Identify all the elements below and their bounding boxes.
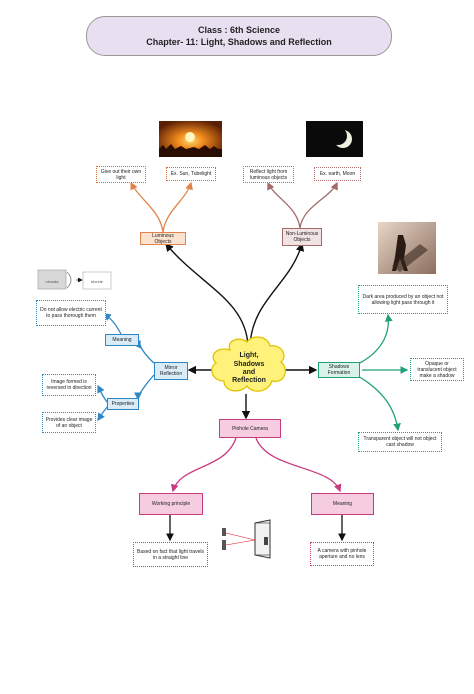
shadows-definition[interactable]: Dark area produced by an object not allo… xyxy=(358,285,448,314)
mirror-property-clear-image[interactable]: Provides clear image of an object xyxy=(42,412,96,433)
center-node-label[interactable]: Light, Shadows and Reflection xyxy=(232,352,266,385)
mirror-reflection-node[interactable]: Mirror Reflection xyxy=(154,362,188,380)
connector-mirror-properties xyxy=(134,374,155,401)
sunset-image xyxy=(159,121,222,157)
connector-nonluminous-meaning xyxy=(267,181,301,229)
mirror-property-reversed[interactable]: Image formed is reversed in direction xyxy=(42,374,96,396)
connector-luminous-example xyxy=(162,181,193,233)
connector-shadows-item1 xyxy=(357,313,393,365)
connector-properties-item1 xyxy=(97,384,109,404)
connector-center-luminous xyxy=(165,242,249,347)
connector-center-nonluminous xyxy=(249,242,305,347)
header-chapter: Chapter- 11: Light, Shadows and Reflecti… xyxy=(146,37,332,47)
header-class: Class : 6th Science xyxy=(197,24,281,35)
mirror-image: ninnala blonde xyxy=(37,269,112,290)
non-luminous-example[interactable]: Ex. earth, Moon xyxy=(314,167,361,181)
connector-pinhole-meaning xyxy=(255,437,342,493)
shadows-opaque-object[interactable]: Opaque or translucent object make a shad… xyxy=(410,358,464,381)
pinhole-working-principle-node[interactable]: Working principle xyxy=(139,493,203,515)
connector-pinhole-working xyxy=(170,437,237,493)
shadow-image xyxy=(378,222,436,274)
mirror-meaning-node[interactable]: Meaning xyxy=(105,334,139,346)
connector-mirror-meaning xyxy=(133,339,155,364)
center-node-shape xyxy=(211,336,286,392)
moon-image xyxy=(306,121,363,157)
real-image-text: blonde xyxy=(91,279,104,284)
shadows-transparent-object[interactable]: Transparent object will not object cast … xyxy=(358,432,442,452)
connector-nonluminous-example xyxy=(299,181,338,229)
connector-luminous-meaning xyxy=(130,181,164,233)
connector-meaning-text xyxy=(102,313,123,337)
mirror-properties-node[interactable]: Properties xyxy=(107,398,139,410)
pinhole-meaning-text[interactable]: A camera with pinhole aperture and no le… xyxy=(310,542,374,566)
mirror-image-text: ninnala xyxy=(46,279,60,284)
connector-shadows-item3 xyxy=(357,375,401,432)
luminous-objects-node[interactable]: Luminous Objects xyxy=(140,232,186,245)
chapter-header: Class : 6th Science Chapter- 11: Light, … xyxy=(86,16,392,56)
mirror-meaning-text[interactable]: Do not allow electric current to pass th… xyxy=(36,300,106,326)
non-luminous-objects-node[interactable]: Non-Luminous Objects xyxy=(282,228,322,246)
pinhole-camera-image xyxy=(222,519,271,559)
pinhole-meaning-node[interactable]: Meaning xyxy=(311,493,374,515)
pinhole-camera-node[interactable]: Pinhole Camera xyxy=(219,419,281,438)
connector-properties-item2 xyxy=(97,405,109,422)
shadows-formation-node[interactable]: Shadows Formation xyxy=(318,362,360,378)
non-luminous-meaning[interactable]: Reflect light from luminous objects xyxy=(243,166,294,183)
luminous-meaning[interactable]: Give out their own light xyxy=(96,166,146,183)
luminous-example[interactable]: Ex. Sun, Tubelight xyxy=(166,167,216,181)
pinhole-working-text[interactable]: Based on fact that light travels in a st… xyxy=(133,542,208,567)
